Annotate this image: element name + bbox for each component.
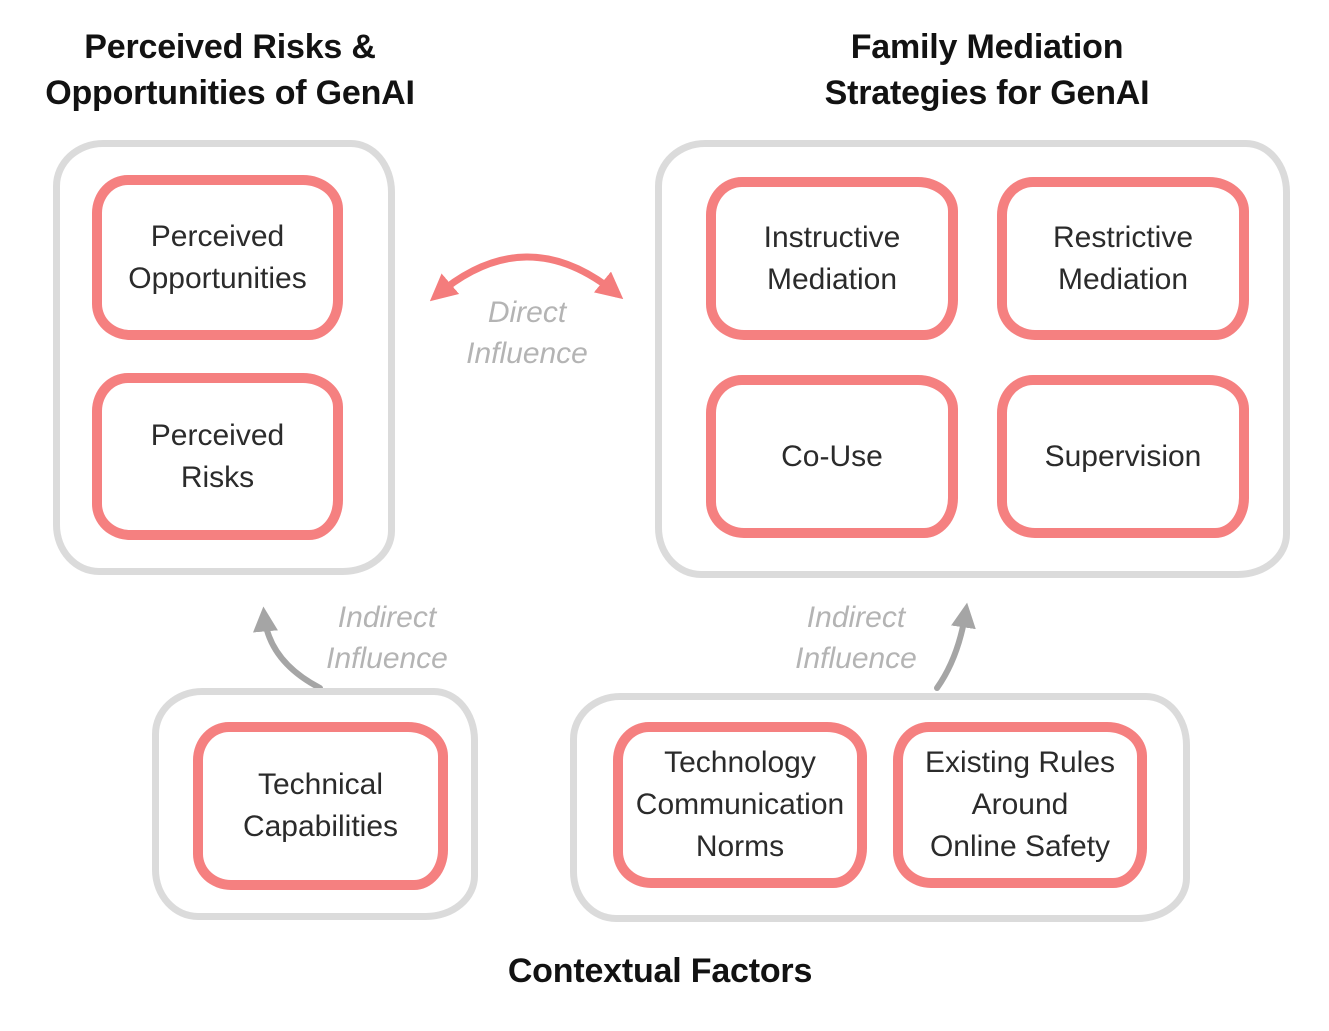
box-perceived-risks: Perceived Risks <box>92 373 343 540</box>
label-direct-influence: Direct Influence <box>466 296 588 370</box>
title-contextual-factors: Contextual Factors <box>507 952 813 990</box>
box-restrictive-mediation: Restrictive Mediation <box>997 177 1249 340</box>
box-co-use: Co-Use <box>706 375 958 538</box>
direct-influence-arrow <box>429 253 624 302</box>
title-strategies: Family Mediation Strategies for GenAI <box>824 28 1150 112</box>
label-indirect-influence-left: Indirect Influence <box>326 601 448 675</box>
title-perceptions: Perceived Risks & Opportunities of GenAI <box>45 28 415 112</box>
box-instructive-mediation: Instructive Mediation <box>706 177 958 340</box>
box-supervision: Supervision <box>997 375 1249 538</box>
box-perceived-opportunities: Perceived Opportunities <box>92 175 343 340</box>
box-technical-capabilities: Technical Capabilities <box>193 722 448 890</box>
label-indirect-influence-right: Indirect Influence <box>795 601 917 675</box>
box-technology-communication-norms: Technology Communication Norms <box>613 722 867 888</box>
box-existing-rules-online-safety: Existing Rules Around Online Safety <box>893 722 1147 888</box>
